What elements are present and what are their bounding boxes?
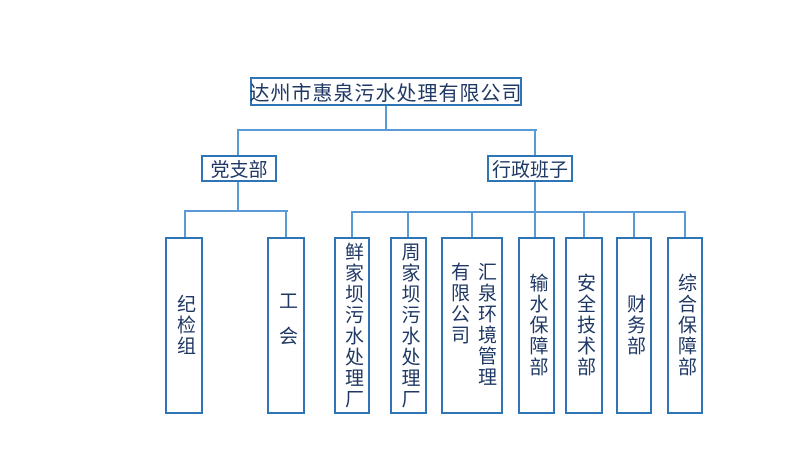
connector-line [633,211,635,238]
node-discipline-inspection: 纪检组 [165,237,203,414]
connector-line [385,106,387,130]
node-party-branch-label: 党支部 [210,160,268,181]
node-huiquan-environment: 汇泉环境管理有限公司 [441,237,503,414]
node-company: 达州市惠泉污水处理有限公司 [250,77,522,106]
connector-line [351,211,353,238]
connector-line [407,211,409,238]
node-zhoujiaba-plant: 周家坝污水处理厂 [390,237,427,414]
connector-line [237,129,239,156]
connector-line [352,211,686,213]
node-discipline-inspection-label: 纪检组 [173,294,195,357]
node-water-supply-dept-label: 输水保障部 [526,273,548,378]
connector-line [471,211,473,238]
node-general-support-dept: 综合保障部 [667,237,703,414]
connector-line [184,210,288,212]
connector-line [684,211,686,238]
node-finance-dept-label: 财务部 [623,294,645,357]
connector-line [237,129,537,131]
node-xianjiaba-plant: 鲜家坝污水处理厂 [334,237,370,414]
connector-line [534,129,536,156]
node-labor-union: 工会 [267,237,305,414]
connector-line [184,210,186,238]
node-safety-tech-dept: 安全技术部 [565,237,603,414]
connector-line [583,211,585,238]
node-safety-tech-dept-label: 安全技术部 [573,273,595,378]
node-finance-dept: 财务部 [616,237,652,414]
connector-line [534,181,536,238]
node-zhoujiaba-plant-label: 周家坝污水处理厂 [398,241,420,410]
node-xianjiaba-plant-label: 鲜家坝污水处理厂 [341,241,363,410]
connector-line [285,210,287,238]
node-huiquan-environment-label: 汇泉环境管理有限公司 [448,261,496,388]
node-general-support-dept-label: 综合保障部 [674,273,696,378]
node-admin-team: 行政班子 [487,155,573,182]
node-water-supply-dept: 输水保障部 [518,237,555,414]
node-party-branch: 党支部 [201,155,277,182]
node-labor-union-label: 工会 [275,290,297,361]
node-company-label: 达州市惠泉污水处理有限公司 [249,83,523,105]
node-admin-team-label: 行政班子 [491,160,568,181]
connector-line [237,181,239,211]
